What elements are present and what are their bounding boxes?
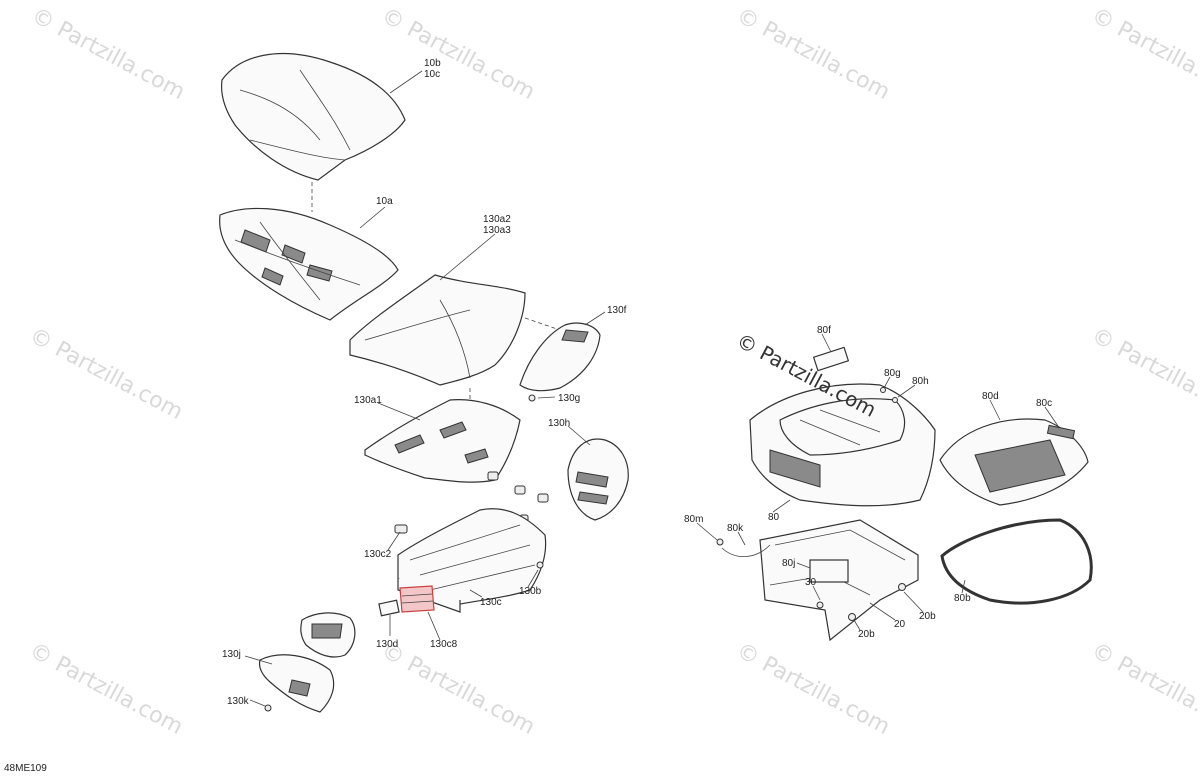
callout-80m: 80m bbox=[684, 514, 703, 525]
cable-80k bbox=[721, 544, 771, 558]
callout-130c: 130c bbox=[480, 597, 502, 608]
tray-130j bbox=[300, 612, 356, 658]
seat-base-10a bbox=[219, 207, 399, 321]
watermark-text: © Partzilla.com bbox=[27, 3, 189, 105]
callout-130g: 130g bbox=[558, 393, 580, 404]
callout-80k: 80k bbox=[727, 523, 744, 534]
callout-130a3: 130a3 bbox=[483, 225, 511, 236]
callout-20b: 20b bbox=[858, 629, 875, 640]
label-130d bbox=[378, 599, 400, 617]
callout-130c8: 130c8 bbox=[430, 639, 458, 650]
watermark-text: © Partzilla.com bbox=[732, 3, 894, 105]
watermark-text: © Partzilla.com bbox=[25, 323, 187, 425]
watermark-layer: © Partzilla.com © Partzilla.com © Partzi… bbox=[25, 3, 1200, 740]
callout-80g: 80g bbox=[884, 368, 901, 379]
callout-10c: 10c bbox=[424, 69, 440, 80]
strap-130c8 bbox=[399, 585, 435, 613]
lid-80d bbox=[939, 418, 1089, 506]
callout-80j: 80j bbox=[782, 558, 795, 569]
callout-20: 20 bbox=[894, 619, 906, 630]
callout-130a1: 130a1 bbox=[354, 395, 382, 406]
washer-20b bbox=[898, 583, 906, 591]
callout-80: 80 bbox=[768, 512, 780, 523]
screw-80m bbox=[716, 538, 724, 546]
washer-20b bbox=[848, 613, 856, 621]
watermark-text: © Partzilla.com bbox=[732, 638, 894, 740]
watermark-text: © Partzilla.com bbox=[1087, 323, 1200, 425]
screw-130k bbox=[264, 704, 272, 712]
trim-130f bbox=[519, 322, 601, 392]
drawing-code: 48ME109 bbox=[4, 763, 47, 774]
callout-80d: 80d bbox=[982, 391, 999, 402]
callout-130k: 130k bbox=[227, 696, 250, 707]
screw-30 bbox=[816, 601, 824, 609]
watermark-text: © Partzilla.com bbox=[377, 638, 539, 740]
callout-130f: 130f bbox=[607, 305, 627, 316]
callout-20b: 20b bbox=[919, 611, 936, 622]
watermark-text: © Partzilla.com bbox=[1087, 3, 1200, 105]
callout-130d: 130d bbox=[376, 639, 398, 650]
callout-130a2: 130a2 bbox=[483, 214, 511, 225]
side-panel-130a2 bbox=[349, 274, 526, 386]
leader-lines bbox=[244, 70, 1059, 707]
label-80j bbox=[809, 559, 849, 583]
screw-80h bbox=[892, 397, 898, 403]
callout-labels: 10b 10c 10a 130a2 130a3 130f 130g 130a1 … bbox=[222, 58, 1052, 707]
bracket-130k bbox=[258, 654, 335, 713]
strip-80c bbox=[1046, 424, 1076, 440]
callout-130j: 130j bbox=[222, 649, 241, 660]
screw-130b bbox=[536, 561, 544, 569]
latch-80f bbox=[812, 346, 850, 372]
callout-10a: 10a bbox=[376, 196, 393, 207]
callout-10b: 10b bbox=[424, 58, 441, 69]
side-cover-130h bbox=[567, 438, 629, 521]
callout-80h: 80h bbox=[912, 376, 929, 387]
callout-130c2: 130c2 bbox=[364, 549, 392, 560]
callout-80c: 80c bbox=[1036, 398, 1052, 409]
callout-130h: 130h bbox=[548, 418, 570, 429]
callout-130b: 130b bbox=[519, 586, 542, 597]
callout-80b: 80b bbox=[954, 593, 971, 604]
seat-cover-10b bbox=[220, 52, 406, 181]
callout-30: 30 bbox=[805, 577, 817, 588]
assembly-line bbox=[524, 317, 561, 331]
watermark-text: © Partzilla.com bbox=[377, 3, 539, 105]
frame-130a1 bbox=[364, 399, 521, 483]
watermark-text: © Partzilla.com bbox=[25, 638, 187, 740]
screw-80g bbox=[880, 387, 886, 393]
screw-130g bbox=[528, 394, 536, 402]
callout-80f: 80f bbox=[817, 325, 831, 336]
seal-80b bbox=[940, 518, 1093, 605]
watermark-text: © Partzilla.com bbox=[1087, 638, 1200, 740]
storage-bin-80 bbox=[749, 383, 936, 507]
